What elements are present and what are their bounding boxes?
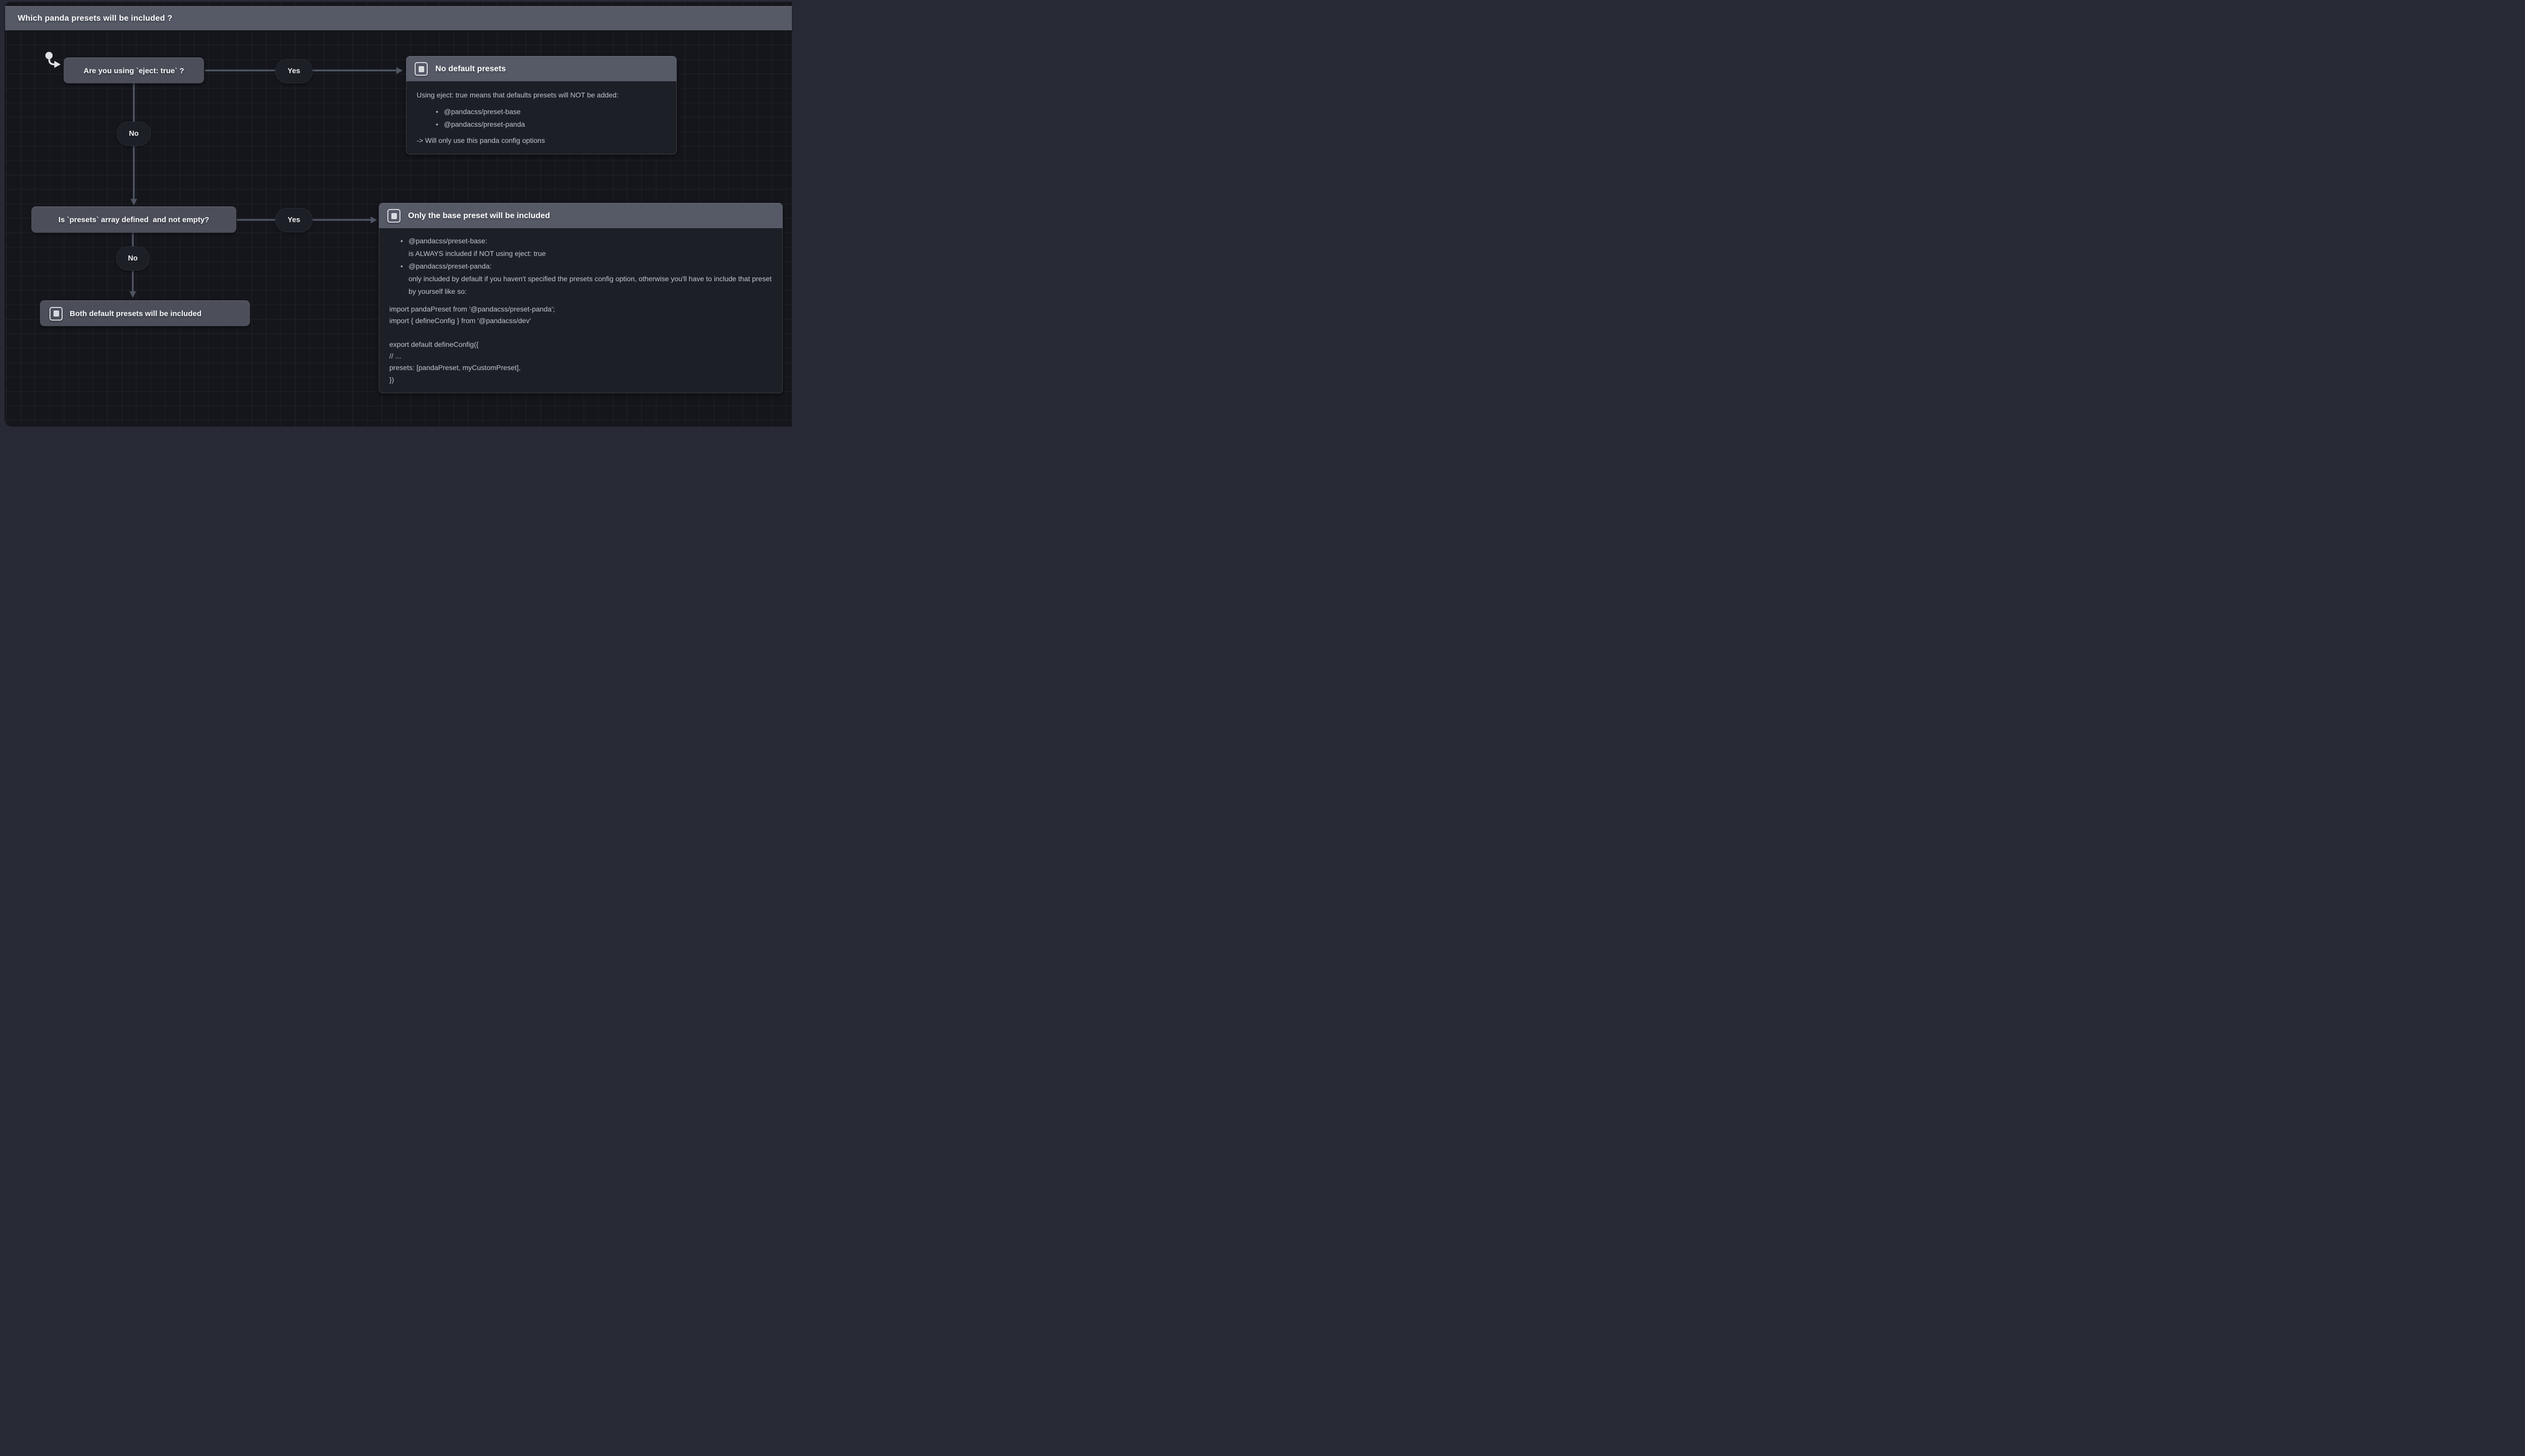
frame-title-bar[interactable]: Which panda presets will be included ? <box>5 6 792 30</box>
list-item-lead: @pandacss/preset-base: <box>409 237 487 245</box>
box-header: No default presets <box>406 56 677 81</box>
cursor-arrow-icon <box>45 51 61 68</box>
whiteboard-app: { "frame": { "title": "Which panda prese… <box>0 0 792 431</box>
edge-label-eject-no[interactable]: No <box>117 122 151 146</box>
code-line: presets: [pandaPreset, myCustomPreset], <box>389 363 521 372</box>
box-header: Only the base preset will be included <box>379 203 783 228</box>
list-item-text: is ALWAYS included if NOT using eject: t… <box>409 249 546 257</box>
box-title: Only the base preset will be included <box>408 211 550 220</box>
code-line: }) <box>389 375 394 384</box>
node-label: Both default presets will be included <box>70 309 201 318</box>
list-item: @pandacss/preset-base: is ALWAYS include… <box>400 235 772 260</box>
edge-label-text: No <box>129 130 139 138</box>
box-body: @pandacss/preset-base: is ALWAYS include… <box>379 228 783 394</box>
edge-label-text: Yes <box>287 67 300 75</box>
frame-title: Which panda presets will be included ? <box>18 14 173 23</box>
node-question-presets[interactable]: Is `presets` array defined and not empty… <box>31 206 236 233</box>
node-label: Is `presets` array defined and not empty… <box>58 216 210 224</box>
preset-list: @pandacss/preset-base @pandacss/preset-p… <box>417 106 666 131</box>
box-no-default-presets[interactable]: No default presets Using eject: true mea… <box>406 56 677 154</box>
edge-label-text: Yes <box>287 216 300 224</box>
box-title: No default presets <box>435 64 506 73</box>
code-line: // ... <box>389 352 401 360</box>
node-label: Are you using `eject: true` ? <box>83 66 184 75</box>
list-item: @pandacss/preset-panda <box>436 118 666 131</box>
box-outro-text: -> Will only use this panda config optio… <box>417 136 545 144</box>
preset-detail-list: @pandacss/preset-base: is ALWAYS include… <box>389 235 772 298</box>
edge-label-eject-yes[interactable]: Yes <box>275 59 313 83</box>
node-question-eject[interactable]: Are you using `eject: true` ? <box>64 58 204 83</box>
box-base-preset-only[interactable]: Only the base preset will be included @p… <box>379 203 783 394</box>
box-intro-text: Using eject: true means that defaults pr… <box>417 91 619 99</box>
frame-icon <box>49 306 63 321</box>
list-item: @pandacss/preset-base <box>436 106 666 118</box>
code-line <box>389 327 772 339</box>
frame-icon <box>387 209 400 223</box>
list-item-text: only included by default if you haven't … <box>409 275 772 295</box>
edge-label-text: No <box>128 254 138 263</box>
code-snippet: import pandaPreset from '@pandacss/prese… <box>389 303 772 386</box>
list-item-lead: @pandacss/preset-panda: <box>409 262 492 270</box>
code-line: import { defineConfig } from '@pandacss/… <box>389 317 531 325</box>
edge-label-presets-no[interactable]: No <box>116 246 149 271</box>
code-line: import pandaPreset from '@pandacss/prese… <box>389 305 555 313</box>
list-item: @pandacss/preset-panda: only included by… <box>400 260 772 298</box>
box-body: Using eject: true means that defaults pr… <box>406 81 677 154</box>
frame-icon <box>415 62 428 76</box>
code-line: export default defineConfig({ <box>389 340 479 348</box>
edge-label-presets-yes[interactable]: Yes <box>275 208 313 232</box>
node-result-both-presets[interactable]: Both default presets will be included <box>40 300 250 326</box>
